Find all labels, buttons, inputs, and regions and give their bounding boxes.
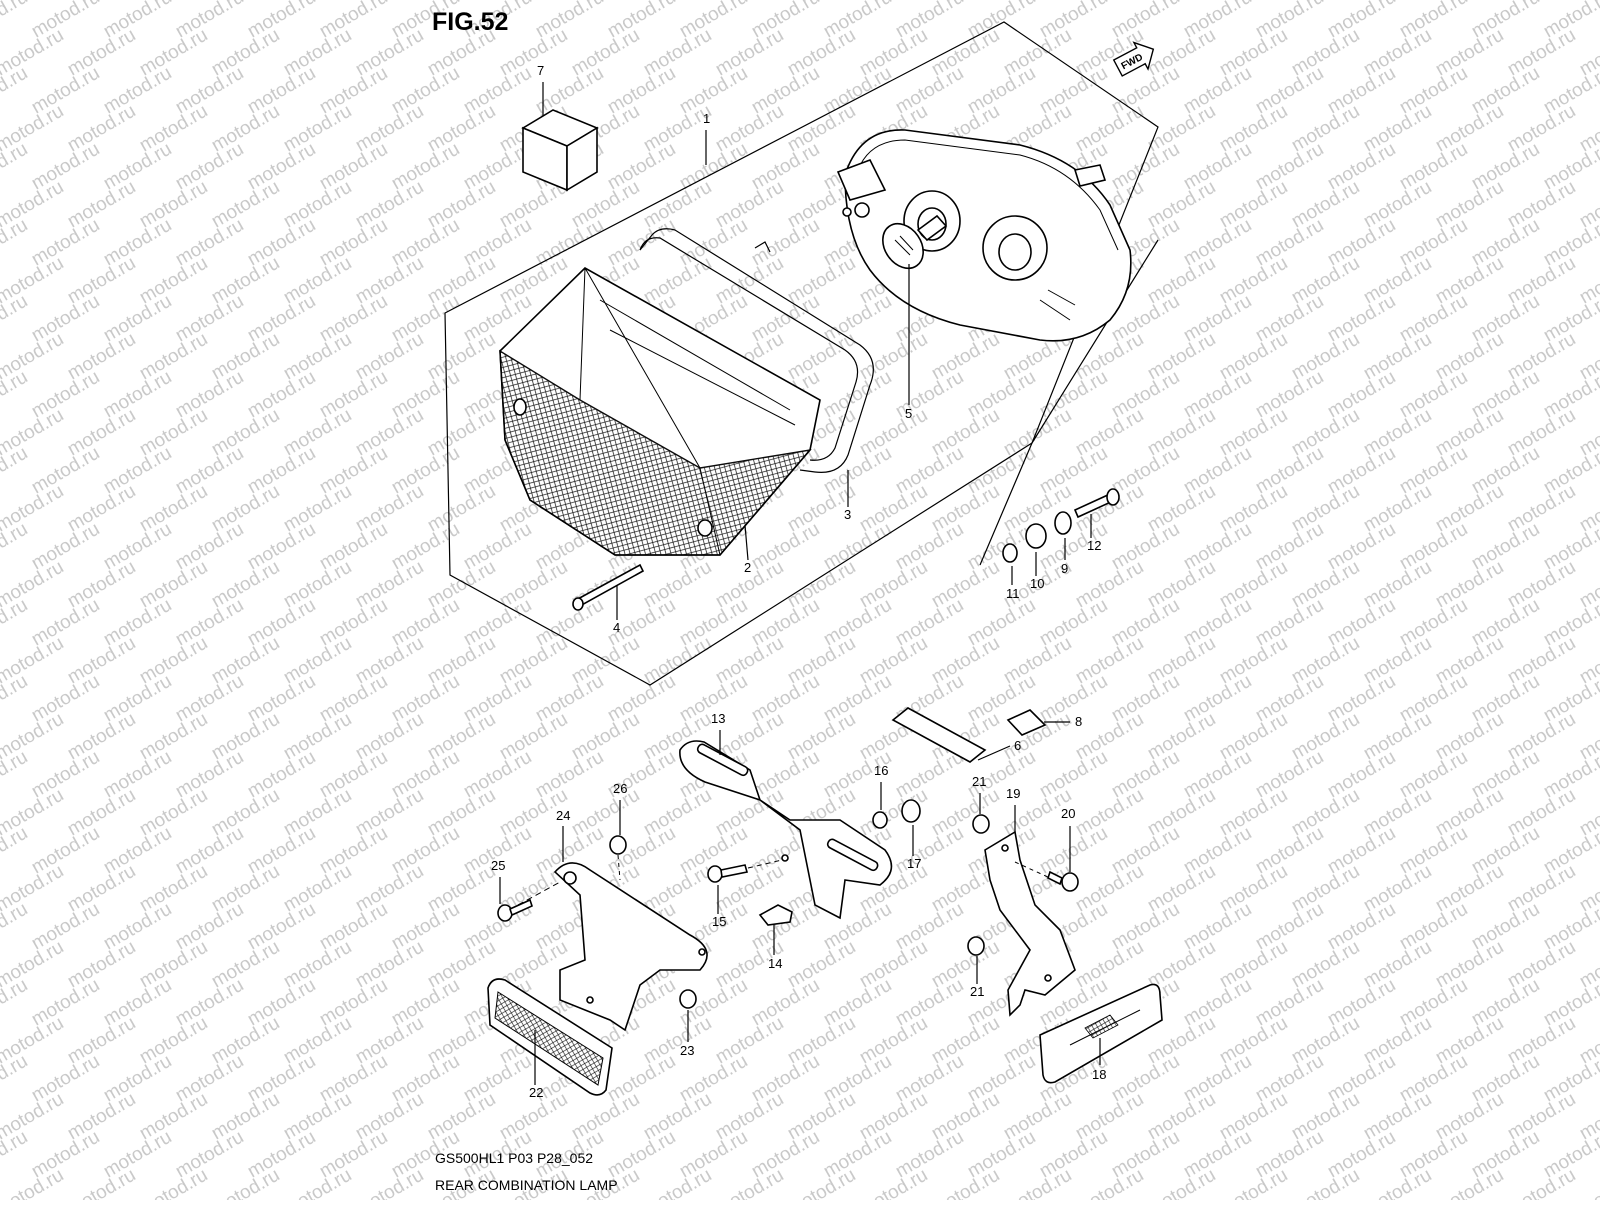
callout-25: 25 [491, 858, 505, 873]
callout-16: 16 [874, 763, 888, 778]
watermark-text: motod.ru [136, 1165, 211, 1200]
watermark-text: motod.ru [1504, 1165, 1579, 1200]
part-14-grommet [758, 904, 793, 926]
watermark-text: motod.ru [1216, 1165, 1291, 1200]
watermark-text: motod.ru [0, 823, 31, 879]
watermark-text: motod.ru [0, 291, 31, 347]
watermark-text: motod.ru [1576, 1165, 1600, 1200]
watermark-text: motod.ru [640, 1165, 715, 1200]
callout-23: 23 [680, 1043, 694, 1058]
part-9-washer [1054, 511, 1072, 535]
watermark-text: motod.ru [1072, 1165, 1147, 1200]
watermark-text: motod.ru [0, 519, 31, 575]
watermark-text: motod.ru [784, 1165, 859, 1200]
watermark-text: motod.ru [0, 367, 31, 423]
watermark-text: motod.ru [0, 595, 31, 651]
callout-22: 22 [529, 1085, 543, 1100]
part-21b-nut [967, 936, 985, 956]
watermark-text: motod.ru [856, 1165, 931, 1200]
part-23-nut [679, 989, 697, 1009]
callout-14: 14 [768, 956, 782, 971]
part-26-nut [609, 835, 627, 855]
callout-3: 3 [844, 507, 851, 522]
callout-24: 24 [556, 808, 570, 823]
part-10-spacer [1025, 523, 1047, 549]
part-17-nut [901, 799, 921, 823]
watermark-text: motod.ru [0, 899, 31, 955]
callout-8: 8 [1075, 714, 1082, 729]
watermark-text: motod.ru [1000, 1165, 1075, 1200]
callout-1: 1 [703, 111, 710, 126]
callout-7: 7 [537, 63, 544, 78]
watermark-text: motod.ru [0, 1127, 31, 1183]
callout-19: 19 [1006, 786, 1020, 801]
callout-20: 20 [1061, 806, 1075, 821]
watermark-text: motod.ru [280, 1165, 355, 1200]
part-16-washer [872, 811, 888, 829]
watermark-text: motod.ru [0, 63, 31, 119]
model-code: GS500HL1 P03 P28_052 [435, 1150, 593, 1166]
watermark-text: motod.ru [0, 975, 31, 1031]
part-21a-nut [972, 814, 990, 834]
watermark-text: motod.ru [1576, 0, 1600, 4]
watermark-text: motod.ru [64, 1165, 139, 1200]
callout-12: 12 [1087, 538, 1101, 553]
callout-10: 10 [1030, 576, 1044, 591]
callout-9: 9 [1061, 561, 1068, 576]
callout-17: 17 [907, 856, 921, 871]
callout-4: 4 [613, 620, 620, 635]
callout-6: 6 [1014, 738, 1021, 753]
watermark-text: motod.ru [0, 139, 31, 195]
callout-13: 13 [711, 711, 725, 726]
watermark-text: motod.ru [1360, 1165, 1435, 1200]
watermark-text: motod.ru [1144, 1165, 1219, 1200]
watermark-text: motod.ru [0, 0, 31, 42]
callout-2: 2 [744, 560, 751, 575]
callout-5: 5 [905, 406, 912, 421]
watermark-text: motod.ru [1432, 1165, 1507, 1200]
watermark-text: motod.ru [928, 1165, 1003, 1200]
watermark-text: motod.ru [352, 1165, 427, 1200]
watermark-text: motod.ru [1288, 1165, 1363, 1200]
callout-21b: 21 [970, 984, 984, 999]
callout-26: 26 [613, 781, 627, 796]
watermark-text: motod.ru [208, 1165, 283, 1200]
callout-21a: 21 [972, 774, 986, 789]
watermark-text: motod.ru [0, 1051, 31, 1107]
watermark-text: motod.ru [0, 443, 31, 499]
figure-title: FIG.52 [432, 8, 508, 36]
callout-18: 18 [1092, 1067, 1106, 1082]
callout-15: 15 [712, 914, 726, 929]
part-11-collar [1002, 543, 1018, 563]
watermark-text: motod.ru [0, 671, 31, 727]
callout-11: 11 [1006, 586, 1020, 601]
figure-caption: REAR COMBINATION LAMP [435, 1177, 618, 1193]
part-2-lens [499, 267, 821, 556]
watermark-text: motod.ru [712, 1165, 787, 1200]
watermark-text: motod.ru [0, 215, 31, 271]
watermark-text: motod.ru [0, 747, 31, 803]
